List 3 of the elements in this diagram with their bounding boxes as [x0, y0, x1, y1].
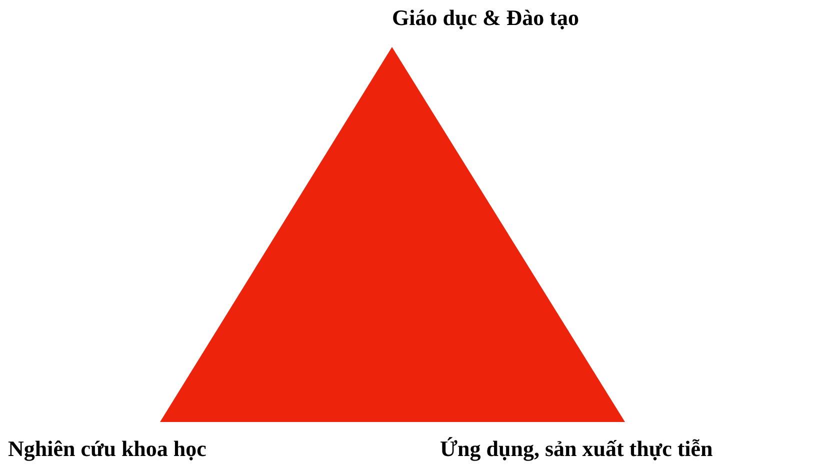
vertex-label: Nghiên cứu khoa học	[8, 436, 206, 462]
vertex-label: Giáo dục & Đào tạo	[392, 5, 579, 31]
vertex-label: Ứng dụng, sản xuất thực tiễn	[440, 436, 713, 462]
